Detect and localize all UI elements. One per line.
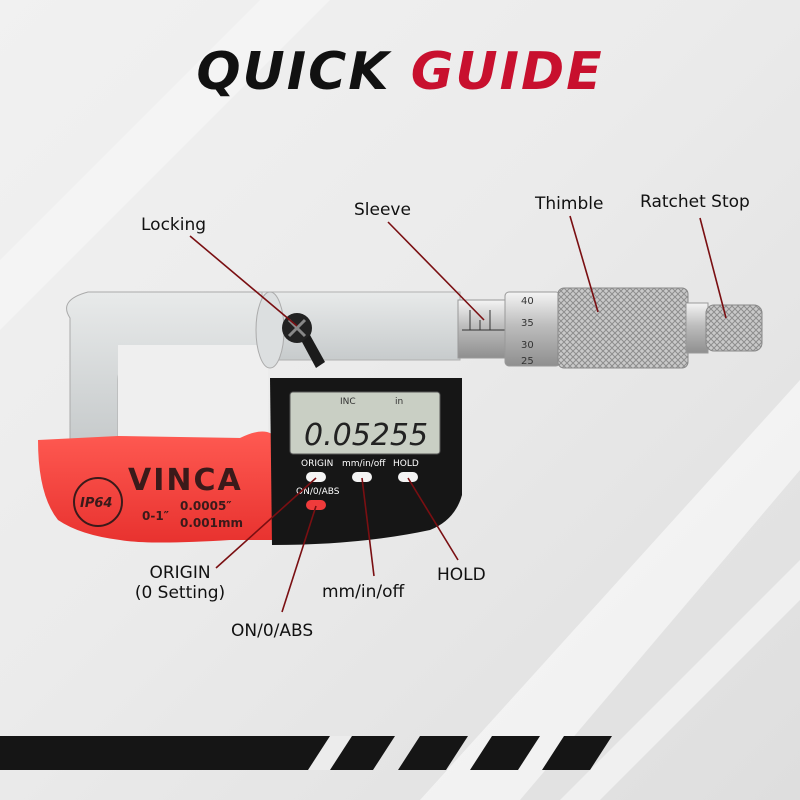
btn-mode-label: mm/in/off xyxy=(342,459,386,469)
label-origin-line1: ORIGIN xyxy=(149,563,211,583)
callout-line-thimble xyxy=(569,215,599,313)
title-word-quick: QUICK xyxy=(196,42,391,102)
thimble-scale-40: 40 xyxy=(521,296,534,307)
label-mm-in-off: mm/in/off xyxy=(322,582,405,602)
lcd-value: 0.05255 xyxy=(304,418,428,453)
red-frame-cover xyxy=(38,431,278,543)
lcd-unit-inc: INC xyxy=(340,397,356,407)
lcd-screen xyxy=(289,391,441,455)
btn-hold xyxy=(398,472,418,482)
frame-gap xyxy=(118,345,268,437)
resolution-mm: 0.001mm xyxy=(180,516,243,530)
lcd-unit-in: in xyxy=(395,397,403,407)
ratchet-stop xyxy=(705,304,763,352)
label-thimble: Thimble xyxy=(535,194,604,214)
thimble-scale-25: 25 xyxy=(521,356,534,367)
page-title: QUICK GUIDE xyxy=(0,42,800,102)
label-locking: Locking xyxy=(141,215,207,235)
btn-power-label: ON/0/ABS xyxy=(296,487,340,497)
thimble-knurl xyxy=(557,287,689,369)
callout-line-on-abs xyxy=(281,505,317,613)
title-word-guide: GUIDE xyxy=(410,42,604,102)
label-origin: ORIGIN (0 Setting) xyxy=(120,563,240,603)
ip-rating-badge xyxy=(73,477,123,527)
callout-line-locking xyxy=(189,235,298,327)
thimble-scale-30: 30 xyxy=(521,340,534,351)
callout-line-ratchet xyxy=(699,217,727,319)
bottom-stripe-band xyxy=(0,736,612,770)
btn-power xyxy=(306,500,326,510)
range-text: 0-1″ xyxy=(142,509,170,523)
btn-origin xyxy=(306,472,326,482)
callout-line-hold xyxy=(407,477,459,561)
callout-line-sleeve xyxy=(387,221,485,321)
label-origin-line2: (0 Setting) xyxy=(134,583,226,603)
label-ratchet-stop: Ratchet Stop xyxy=(640,192,750,212)
label-hold: HOLD xyxy=(437,565,486,585)
thimble-scale-35: 35 xyxy=(521,318,534,329)
btn-hold-label: HOLD xyxy=(393,459,419,469)
brand-logo: VINCA xyxy=(128,463,243,498)
resolution-in: 0.0005″ xyxy=(180,499,232,513)
label-on-abs: ON/0/ABS xyxy=(231,621,314,641)
ip-rating: IP64 xyxy=(80,496,112,511)
label-sleeve: Sleeve xyxy=(354,200,411,220)
btn-mode xyxy=(352,472,372,482)
callout-line-mode xyxy=(361,477,375,577)
btn-origin-label: ORIGIN xyxy=(301,459,333,469)
callout-line-origin xyxy=(215,477,317,569)
